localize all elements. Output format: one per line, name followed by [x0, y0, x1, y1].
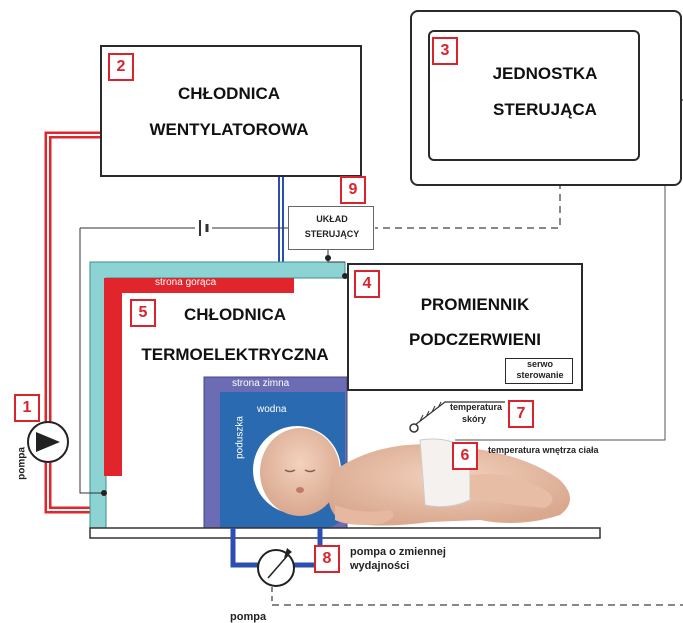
water-pad-label2: poduszka	[235, 408, 246, 468]
fan-cooler-line1: CHŁODNICA	[110, 84, 348, 104]
control-unit-number: 3	[432, 37, 458, 65]
control-unit-inner	[428, 30, 640, 161]
fan-cooler-box	[100, 45, 362, 177]
control-circuit-box	[288, 206, 374, 250]
fan-cooler-number: 2	[108, 53, 134, 81]
core-temp-number: 6	[452, 442, 478, 470]
skin-temp-number: 7	[508, 400, 534, 428]
variable-pump-number: 8	[314, 545, 340, 573]
control-circuit-line2: STERUJĄCY	[290, 229, 374, 239]
te-cooler-line1: CHŁODNICA	[130, 305, 340, 325]
control-unit-line1: JEDNOSTKA	[460, 64, 630, 84]
cold-side-label: strona zimna	[232, 378, 289, 389]
variable-pump-line1: pompa o zmiennej	[350, 546, 446, 558]
core-temp-label: temperatura wnętrza ciała	[488, 445, 599, 455]
infrared-radiator-line1: PROMIENNIK	[375, 295, 575, 315]
te-cooler-line2: TERMOELEKTRYCZNA	[125, 345, 345, 365]
servo-line1: serwo	[507, 359, 573, 369]
control-unit-line2: STERUJĄCA	[460, 100, 630, 120]
variable-pump-line2: wydajności	[350, 560, 409, 572]
skin-temp-line2: skóry	[462, 414, 486, 424]
control-circuit-number: 9	[340, 176, 366, 204]
control-circuit-line1: UKŁAD	[290, 214, 374, 224]
servo-line2: sterowanie	[507, 370, 573, 380]
variable-pump-bottom-label: pompa	[230, 611, 266, 623]
hot-side-label: strona gorąca	[155, 277, 216, 288]
fan-cooler-line2: WENTYLATOROWA	[110, 120, 348, 140]
pump-label: pompa	[17, 444, 28, 484]
skin-temp-line1: temperatura	[450, 402, 502, 412]
water-pad-label1: wodna	[257, 404, 286, 415]
pump-number: 1	[14, 394, 40, 422]
infrared-radiator-number: 4	[354, 270, 380, 298]
infrared-radiator-line2: PODCZERWIENI	[375, 330, 575, 350]
